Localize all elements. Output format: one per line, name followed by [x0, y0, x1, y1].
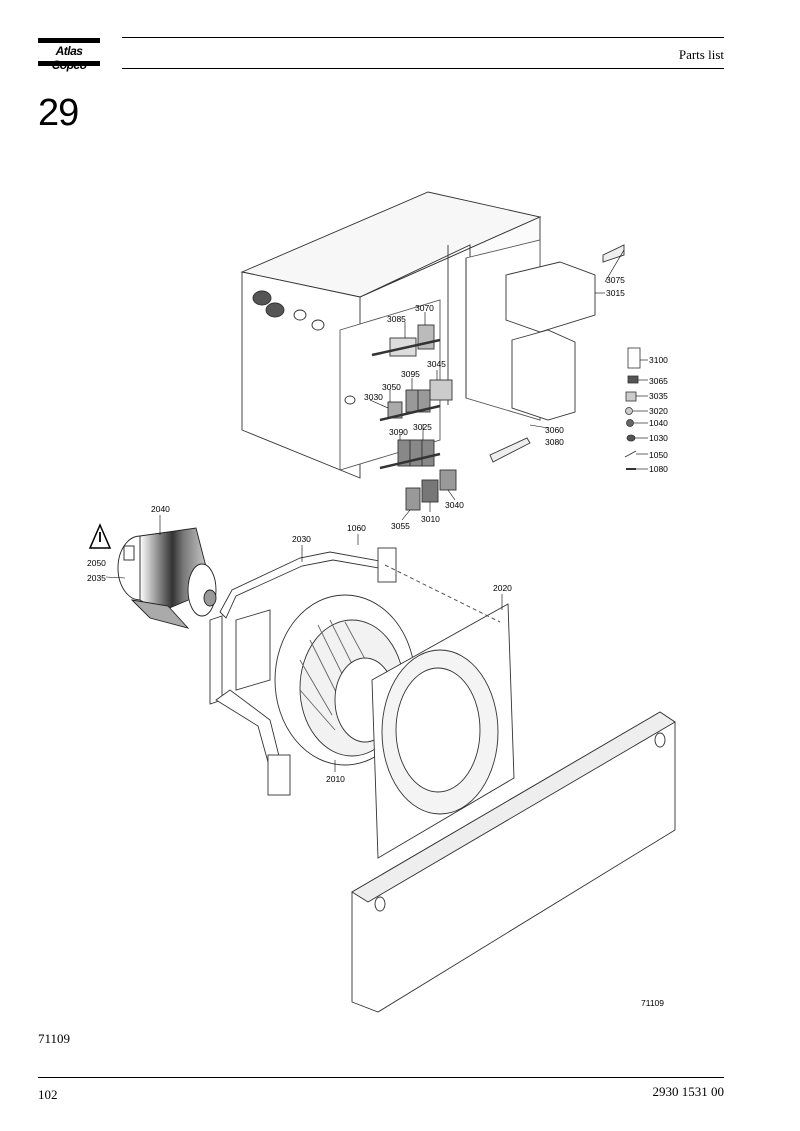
atlas-copco-logo: Atlas Copco: [38, 38, 100, 72]
callout-2030: 2030: [292, 534, 311, 544]
callout-3025: 3025: [413, 422, 432, 432]
cover-plate-3015: [505, 261, 596, 333]
frame-foot-plate: [267, 754, 291, 796]
din-rail-2: [379, 404, 441, 422]
cabinet-housing: [240, 191, 542, 511]
frame-lower-leg: [215, 689, 281, 763]
header-title: Parts list: [678, 47, 724, 62]
callout-1040: 1040: [649, 418, 668, 428]
part-3035: [625, 391, 637, 402]
callout-2010: 2010: [326, 774, 345, 784]
callout-1080: 1080: [649, 464, 668, 474]
header-rule-bottom: [122, 68, 724, 69]
callout-3065: 3065: [649, 376, 668, 386]
motor-shaft: [203, 589, 217, 607]
callout-3030: 3030: [364, 392, 383, 402]
part-3100: [627, 347, 641, 369]
callout-3040: 3040: [445, 500, 464, 510]
callout-3015: 3015: [606, 288, 625, 298]
cover-plates: [489, 244, 625, 463]
callout-3090: 3090: [389, 427, 408, 437]
inlet-ring-inner: [395, 667, 481, 793]
cable-gland-1: [252, 290, 272, 306]
inlet-panel-2020: [371, 603, 515, 859]
component-3055: [405, 487, 421, 511]
base-panel-hole-2: [654, 732, 666, 748]
footer-document-number: 2930 1531 00: [652, 1084, 725, 1099]
din-rail-3: [379, 452, 441, 470]
callout-2020: 2020: [493, 583, 512, 593]
part-1030: [626, 434, 636, 442]
loose-parts: [624, 347, 641, 470]
base-panel: [351, 711, 676, 1013]
cable-hole-3: [344, 395, 356, 405]
frame-mount-plate: [377, 547, 397, 583]
exploded-view-svg: 3075 3015 3070 3085 3045 3095 3050 3030 …: [87, 191, 676, 1013]
component-3010: [421, 479, 439, 503]
callout-3035: 3035: [649, 391, 668, 401]
part-3020: [625, 407, 633, 415]
frame-inner-panel: [235, 609, 271, 691]
callout-3085: 3085: [387, 314, 406, 324]
cable-hole-1: [293, 309, 307, 321]
header-rule-top: [122, 37, 724, 38]
motor-2040: [117, 527, 217, 629]
callout-3045: 3045: [427, 359, 446, 369]
footer-rule: [38, 1077, 724, 1078]
leader-lines: [105, 249, 648, 772]
motor-frame-2030: [209, 547, 397, 796]
component-3040: [439, 469, 457, 491]
callout-3055: 3055: [391, 521, 410, 531]
drawing-figure-number: 71109: [641, 998, 664, 1008]
cabinet-left-face: [241, 271, 361, 479]
warning-sign-2050: [88, 523, 112, 549]
callout-2040: 2040: [151, 504, 170, 514]
component-3045: [429, 379, 453, 401]
callout-2035: 2035: [87, 573, 106, 583]
logo-wordmark: Atlas Copco: [52, 44, 87, 72]
callout-3070: 3070: [415, 303, 434, 313]
motor-foot: [130, 599, 190, 629]
component-3095a: [405, 389, 419, 413]
component-3090c: [421, 439, 435, 467]
callout-3050: 3050: [382, 382, 401, 392]
part-1050: [624, 450, 637, 458]
component-3090b: [409, 439, 423, 467]
callout-1050: 1050: [649, 450, 668, 460]
callout-1060: 1060: [347, 523, 366, 533]
callout-3095: 3095: [401, 369, 420, 379]
callout-1030: 1030: [649, 433, 668, 443]
callout-3075: 3075: [606, 275, 625, 285]
frame-left-post: [209, 615, 223, 705]
cable-gland-2: [265, 302, 285, 318]
bracket-3080: [489, 437, 531, 463]
callout-3060: 3060: [545, 425, 564, 435]
base-panel-top-edge: [351, 711, 676, 903]
motor-terminal-box: [123, 545, 135, 561]
callout-3020: 3020: [649, 406, 668, 416]
part-1040: [626, 419, 634, 427]
component-3095b: [417, 389, 431, 413]
exploded-view-drawing: 3075 3015 3070 3085 3045 3095 3050 3030 …: [80, 143, 720, 1023]
callout-labels: 3075 3015 3070 3085 3045 3095 3050 3030 …: [87, 275, 668, 1008]
section-number: 29: [38, 92, 79, 134]
logo-bar-top: [38, 38, 100, 43]
callout-3100: 3100: [649, 355, 668, 365]
cable-hole-2: [311, 319, 325, 331]
figure-caption: 71109: [38, 1031, 71, 1046]
callout-3080: 3080: [545, 437, 564, 447]
bracket-3075: [602, 244, 625, 263]
logo-bar-bottom: [38, 61, 100, 66]
din-rail-1: [371, 338, 441, 357]
callout-3010: 3010: [421, 514, 440, 524]
callout-2050: 2050: [87, 558, 106, 568]
footer-page-number: 102: [38, 1087, 58, 1102]
component-3030: [387, 401, 403, 419]
part-3065: [627, 375, 639, 384]
alignment-dashed-line: [384, 564, 501, 623]
base-panel-hole-1: [374, 896, 386, 912]
cover-plate-3060: [511, 329, 576, 421]
